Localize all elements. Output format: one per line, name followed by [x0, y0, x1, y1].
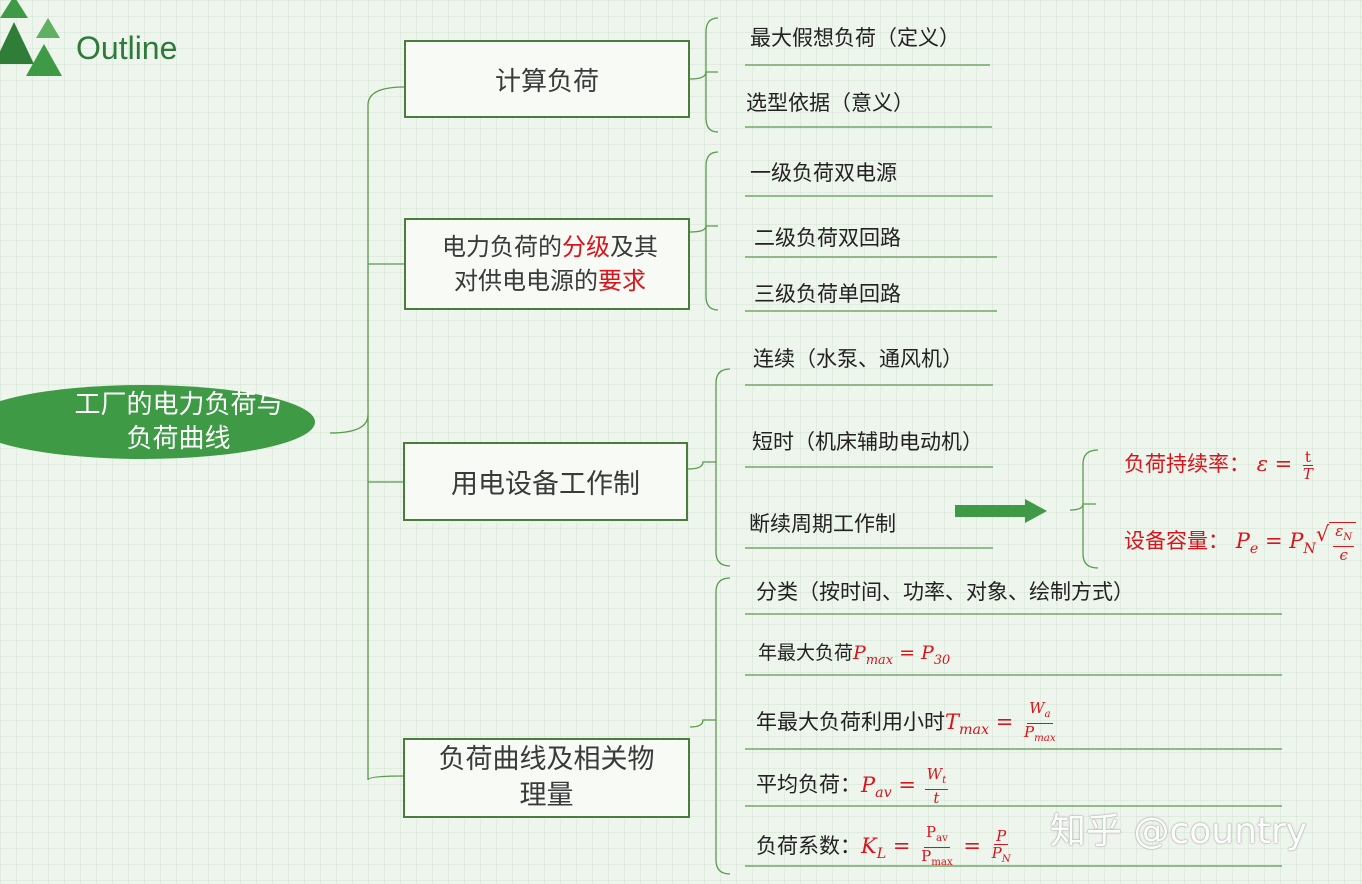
- list-item: 二级负荷双回路: [754, 226, 901, 250]
- branch-load-curve: 负荷曲线及相关物 理量: [403, 738, 690, 818]
- branch-label-line2: 理量: [519, 780, 574, 811]
- item-label: 负荷系数：: [756, 834, 861, 858]
- triangles-logo-icon: [0, 0, 62, 76]
- list-item: 连续（水泵、通风机）: [753, 347, 963, 371]
- branch-label: 用电设备工作制: [451, 469, 640, 500]
- branch-label-line1: 负荷曲线及相关物: [438, 744, 655, 775]
- root-node: 工厂的电力负荷与 负荷曲线: [0, 385, 315, 459]
- list-item-max-load: 年最大负荷Pmax = P30: [758, 642, 951, 668]
- list-item: 选型依据（意义）: [746, 91, 914, 115]
- item-label: 年最大负荷: [758, 642, 854, 664]
- branch-label-highlight: 分级: [562, 233, 610, 261]
- formula-label: 设备容量：: [1124, 529, 1229, 553]
- branch-load-classification: 电力负荷的分级及其 对供电电源的要求: [404, 218, 690, 310]
- list-item: 最大假想负荷（定义）: [750, 26, 960, 50]
- connector-root-b1: [329, 86, 405, 434]
- branch-duty-type: 用电设备工作制: [403, 442, 688, 521]
- connector-root-b4: [367, 415, 405, 781]
- item-label: 年最大负荷利用小时: [756, 710, 945, 734]
- root-label-line2: 负荷曲线: [126, 424, 231, 454]
- list-item: 断续周期工作制: [749, 512, 896, 536]
- list-item: 一级负荷双电源: [750, 161, 897, 185]
- root-label-line1: 工厂的电力负荷与: [74, 390, 283, 420]
- branch-label-part: 及其: [610, 233, 658, 261]
- formula-label: 负荷持续率：: [1124, 452, 1250, 476]
- branch-label: 计算负荷: [494, 66, 599, 97]
- watermark: 知乎 @country: [1050, 811, 1308, 852]
- right-arrow-icon: [955, 499, 1047, 523]
- item-label: 平均负荷：: [756, 772, 861, 797]
- branch-label-highlight: 要求: [598, 267, 646, 295]
- branch-label-part: 对供电电源的: [454, 267, 598, 295]
- branch-calculated-load: 计算负荷: [404, 40, 690, 118]
- list-item: 三级负荷单回路: [754, 282, 901, 306]
- outline-title: Outline: [76, 30, 178, 66]
- list-item: 分类（按时间、功率、对象、绘制方式）: [756, 580, 1134, 604]
- list-item: 短时（机床辅助电动机）: [752, 430, 983, 454]
- branch-label-part: 电力负荷的: [442, 233, 562, 261]
